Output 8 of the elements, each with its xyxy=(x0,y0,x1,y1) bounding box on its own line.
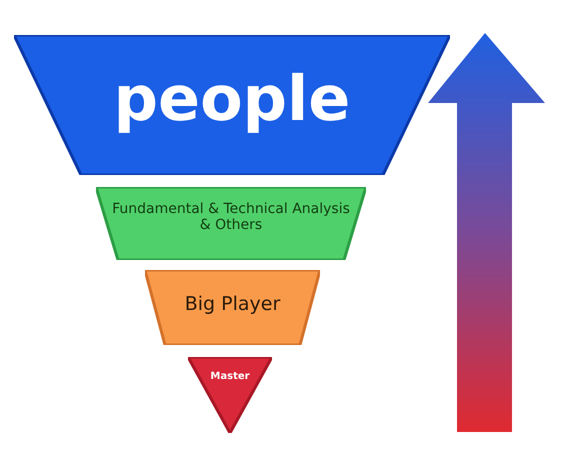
band-label: Fundamental & Technical Analysis & Others xyxy=(111,201,351,234)
funnel-band xyxy=(96,187,366,260)
band-label: people xyxy=(112,63,352,134)
funnel-band xyxy=(145,270,320,345)
band-label: Big Player xyxy=(184,294,282,316)
band-label: Master xyxy=(209,371,251,382)
funnel-tip-triangle xyxy=(188,357,272,433)
funnel-band xyxy=(14,35,450,175)
